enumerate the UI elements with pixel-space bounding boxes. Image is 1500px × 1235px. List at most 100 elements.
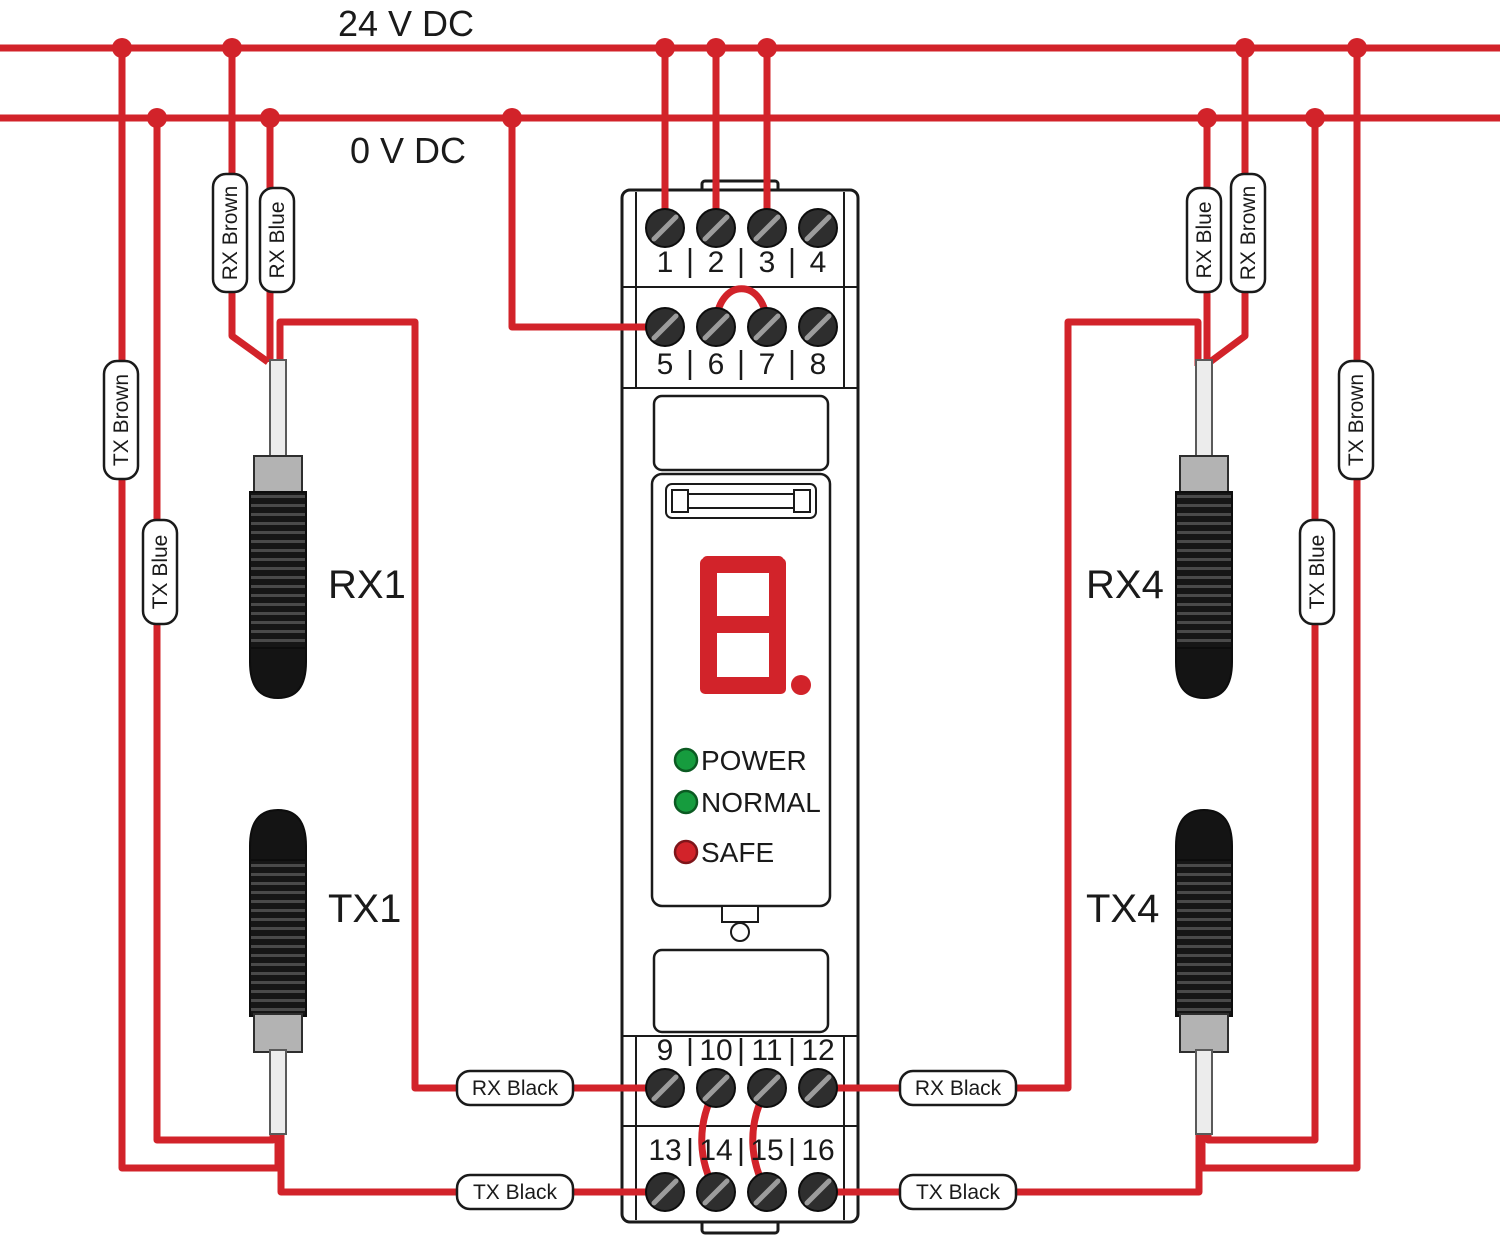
rail-0v-label: 0 V DC	[350, 130, 466, 171]
terminal-4	[798, 208, 838, 248]
terminal-2	[696, 208, 736, 248]
power-led-label: POWER	[701, 745, 807, 776]
wire-terminal-5	[508, 118, 665, 331]
terminal-8	[798, 307, 838, 347]
wire-label-tx-black-left: TX Black	[455, 1173, 575, 1211]
wire-label-rx-blue-right: RX Blue	[1185, 186, 1223, 294]
sensor-ribbed-body	[1175, 491, 1233, 651]
junction-dots	[112, 38, 1367, 128]
terminal-4-number: 4	[810, 246, 827, 279]
sensor-collar	[1179, 1013, 1229, 1053]
led-safe: SAFE	[673, 837, 774, 868]
sensor-tx4: TX4	[1086, 808, 1233, 1135]
sensor-cable	[1195, 1049, 1213, 1135]
sensor-ribbed-body	[249, 491, 307, 651]
led-normal: NORMAL	[673, 787, 821, 818]
terminal-10-number: 10	[699, 1034, 732, 1067]
terminal-row-1-4: 1 2 3 4	[645, 208, 838, 279]
wire-rx1-black	[276, 318, 665, 1092]
junction-dot	[1235, 38, 1255, 58]
sensor-tip	[249, 808, 307, 863]
terminal-5	[645, 307, 685, 347]
rx1-label: RX1	[328, 563, 406, 607]
sensor-ribbed-body	[249, 859, 307, 1017]
terminal-6	[696, 307, 736, 347]
sensor-cable	[269, 1049, 287, 1135]
terminal-5-number: 5	[657, 348, 674, 381]
junction-dot	[757, 38, 777, 58]
segment-a	[702, 556, 784, 573]
terminal-11	[747, 1068, 787, 1108]
wire-label-rx-black-left: RX Black	[455, 1069, 575, 1107]
sensor-tip	[1175, 808, 1233, 863]
terminal-7	[747, 307, 787, 347]
terminal-row-9-12: 9 10 11 12	[645, 1034, 838, 1108]
segment-dot	[791, 675, 811, 695]
sensor-collar	[253, 1013, 303, 1053]
terminal-15	[747, 1172, 787, 1212]
segment-b	[769, 558, 786, 633]
wire-label-tx-brown-right: TX Brown	[1337, 359, 1375, 481]
din-release-clip	[721, 905, 759, 942]
rx4-label: RX4	[1086, 563, 1164, 607]
cover-clip-hook	[671, 489, 689, 513]
sensor-ribbed-body	[1175, 859, 1233, 1017]
sensor-tx1: TX1	[249, 808, 401, 1135]
terminal-1-number: 1	[657, 246, 674, 279]
segment-g	[702, 616, 784, 633]
junction-dot	[655, 38, 675, 58]
wire-label-rx-blue-left: RX Blue	[258, 186, 296, 294]
svg-text:RX Blue: RX Blue	[1193, 201, 1216, 278]
seven-segment-display	[700, 556, 811, 695]
svg-text:TX Blue: TX Blue	[1306, 535, 1329, 610]
svg-text:TX Brown: TX Brown	[1345, 374, 1368, 466]
svg-text:TX Blue: TX Blue	[149, 535, 172, 610]
terminal-16-number: 16	[801, 1134, 834, 1167]
power-led-icon	[673, 747, 699, 773]
svg-text:TX Black: TX Black	[916, 1181, 1001, 1204]
terminal-7-number: 7	[759, 348, 776, 381]
sensor-rx1: RX1	[249, 359, 406, 700]
junction-dot	[147, 108, 167, 128]
svg-text:RX Blue: RX Blue	[266, 201, 289, 278]
segment-e	[700, 616, 717, 694]
terminal-6-number: 6	[708, 348, 725, 381]
junction-dot	[222, 38, 242, 58]
terminal-13-number: 13	[648, 1134, 681, 1167]
sensor-tip	[1175, 647, 1233, 700]
terminal-1	[645, 208, 685, 248]
segment-c	[769, 616, 786, 694]
junction-dot	[502, 108, 522, 128]
module-upper-panel	[652, 394, 830, 472]
wire-label-tx-blue-right: TX Blue	[1298, 518, 1336, 626]
junction-dot	[1197, 108, 1217, 128]
svg-text:TX Black: TX Black	[473, 1181, 558, 1204]
sensor-cable	[1195, 359, 1213, 461]
sensor-collar	[1179, 455, 1229, 495]
led-power: POWER	[673, 745, 807, 776]
wire-label-tx-brown-left: TX Brown	[102, 359, 140, 481]
svg-text:RX Brown: RX Brown	[219, 186, 242, 281]
terminal-14	[696, 1172, 736, 1212]
terminal-15-number: 15	[750, 1134, 783, 1167]
sensor-tip	[249, 647, 307, 700]
junction-dot	[260, 108, 280, 128]
wire-rx4-black	[818, 318, 1202, 1092]
terminal-13	[645, 1172, 685, 1212]
terminal-9-number: 9	[657, 1034, 674, 1067]
terminal-3-number: 3	[759, 246, 776, 279]
normal-led-label: NORMAL	[701, 787, 821, 818]
sensor-rx4: RX4	[1086, 359, 1233, 700]
terminal-14-number: 14	[699, 1134, 732, 1167]
controller-module: POWER NORMAL SAFE	[620, 179, 860, 1235]
tx1-label: TX1	[328, 887, 401, 931]
sensor-cable	[269, 359, 287, 461]
terminal-row-5-8: 5 6 7 8	[645, 307, 838, 381]
tx4-label: TX4	[1086, 887, 1159, 931]
wire-label-rx-brown-left: RX Brown	[211, 172, 249, 294]
terminal-11-number: 11	[751, 1034, 782, 1067]
terminal-3	[747, 208, 787, 248]
module-lower-panel	[652, 948, 830, 1034]
wire-rx4-brown	[1207, 48, 1249, 365]
